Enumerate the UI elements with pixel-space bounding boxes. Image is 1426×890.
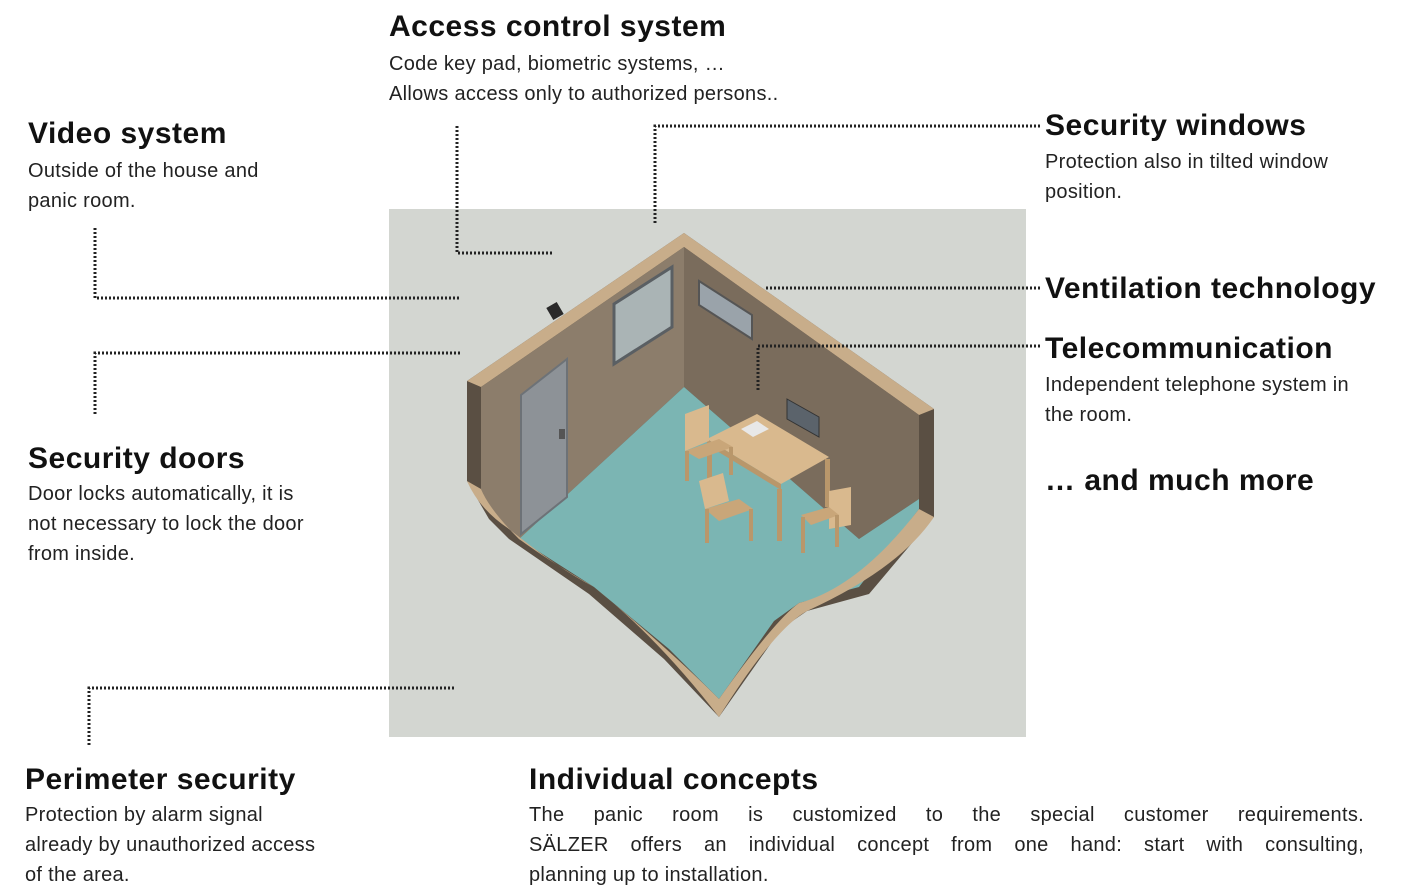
perimeter-security-line: Protection by alarm signal [25,804,263,826]
table-top [707,414,829,484]
individual-concepts-line: planning up to installation. [529,864,769,886]
individual-concepts-line: SÄLZER offers an individual concept from… [529,834,1364,856]
security-doors-line: not necessary to lock the door [28,513,304,535]
telecommunication-line: Independent telephone system in [1045,374,1349,396]
right-wall-cap [684,233,934,415]
security-windows-line: Protection also in tilted window [1045,151,1329,173]
access-control-description: Code key pad, biometric systems, … Allow… [389,49,778,109]
leader-security-windows [653,124,1040,224]
security-window [612,264,674,367]
table-edge [707,439,781,490]
security-doors-title: Security doors [28,442,246,475]
table-leg [825,459,830,507]
right-cut-edge [719,509,934,717]
left-wall-cap [467,233,684,387]
paper [741,421,769,437]
access-control-title: Access control system [389,10,727,43]
perimeter-security-description: Protection by alarm signal already by un… [25,800,315,890]
individual-concepts-title: Individual concepts [529,763,819,796]
table-leg [707,444,712,494]
callout-telecommunication: Telecommunication Independent telephone … [1045,332,1349,430]
video-system-title: Video system [28,117,227,150]
security-door [520,356,568,537]
leader-security-doors [93,351,460,414]
callout-security-windows: Security windows Protection also in tilt… [1045,109,1328,207]
chair-back-left [685,405,733,481]
callout-much-more: … and much more [1045,464,1314,498]
perimeter-security-title: Perimeter security [25,763,296,796]
telecommunication-title: Telecommunication [1045,332,1333,365]
access-control-line: Code key pad, biometric systems, … [389,53,725,75]
room-illustration-panel [389,209,1026,737]
room-floor [519,387,919,699]
video-system-description: Outside of the house and panic room. [28,156,259,216]
callout-ventilation: Ventilation technology [1045,272,1376,306]
security-windows-title: Security windows [1045,109,1307,142]
security-doors-description: Door locks automatically, it is not nece… [28,479,304,569]
telecommunication-description: Independent telephone system in the room… [1045,370,1349,430]
security-windows-line: position. [1045,181,1123,203]
callout-access-control: Access control system Code key pad, biom… [389,10,778,109]
panic-room-illustration [467,233,934,717]
telecommunication-line: the room. [1045,404,1133,426]
much-more-title: … and much more [1045,464,1315,497]
video-system-line: panic room. [28,190,136,212]
ventilation-grille [698,279,753,341]
security-doors-line: from inside. [28,543,135,565]
callout-individual-concepts: Individual concepts The panic room is cu… [529,763,1364,890]
table-leg [777,489,782,541]
telephone-panel [786,398,820,438]
security-doors-line: Door locks automatically, it is [28,483,294,505]
video-system-line: Outside of the house and [28,160,259,182]
access-control-line: Allows access only to authorized persons… [389,83,779,105]
perimeter-security-line: already by unauthorized access [25,834,316,856]
chair-front-left [699,473,753,543]
leader-telecommunication [756,344,1040,390]
individual-concepts-line: The panic room is customized to the spec… [529,804,1364,826]
callout-video-system: Video system Outside of the house and pa… [28,117,259,216]
callout-perimeter-security: Perimeter security Protection by alarm s… [25,763,315,890]
ventilation-title: Ventilation technology [1045,272,1377,305]
security-windows-description: Protection also in tilted window positio… [1045,147,1328,207]
leader-perimeter [87,686,455,745]
individual-concepts-description: The panic room is customized to the spec… [529,800,1364,890]
door-handle [559,429,565,439]
leader-access-control [455,126,553,255]
perimeter-security-line: of the area. [25,864,130,886]
outside-camera [546,301,564,321]
leader-video [93,228,460,300]
callout-security-doors: Security doors Door locks automatically,… [28,442,304,569]
chair-right [801,487,851,553]
